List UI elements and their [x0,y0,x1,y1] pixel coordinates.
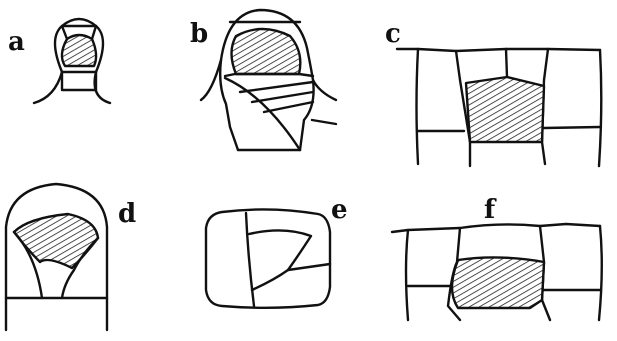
panel-label-d: d [118,199,136,229]
panel-label-b: b [190,19,208,49]
panel-e-wall-right [288,264,330,270]
panel-c-wall-lower-right [544,127,600,128]
panel-a: a [8,19,110,103]
panel-c-apical-cell [466,77,544,142]
panel-d-apical-cell [14,214,98,268]
panel-f-apical-cell [452,257,544,308]
panel-f-wall-left [406,230,408,320]
panel-a-apical-cell [62,35,96,66]
panel-a-wall-left [62,26,67,39]
panel-label-f: f [484,195,497,225]
panel-f: f [392,195,602,320]
panel-c: c [385,19,601,166]
panel-c-wall-right [599,50,601,166]
panel-a-lower-cell [62,72,96,90]
panel-a-wall-right [92,26,96,39]
panel-b-layer-walls [240,82,313,112]
panel-e-inner-cell [249,230,311,290]
panel-f-top-wall [392,224,600,232]
panel-e-wall-vertical [246,213,254,306]
panel-label-c: c [385,19,401,49]
panel-label-a: a [8,27,25,57]
panel-c-wall-left [417,49,419,164]
panel-e: e [206,195,348,308]
panel-label-e: e [331,195,348,225]
panel-c-top-wall [397,49,600,51]
panel-a-base-left [34,72,62,103]
panel-c-wall-middle [506,49,507,77]
panel-b: b [190,10,336,150]
panel-f-wall-right [599,226,602,320]
panel-b-right-stub [312,120,336,124]
panel-b-right-side [300,80,314,150]
panel-b-mid-wall [225,74,313,76]
panel-d: d [6,184,136,330]
panel-b-apical-cell [232,29,301,74]
panel-e-outline [206,209,330,307]
